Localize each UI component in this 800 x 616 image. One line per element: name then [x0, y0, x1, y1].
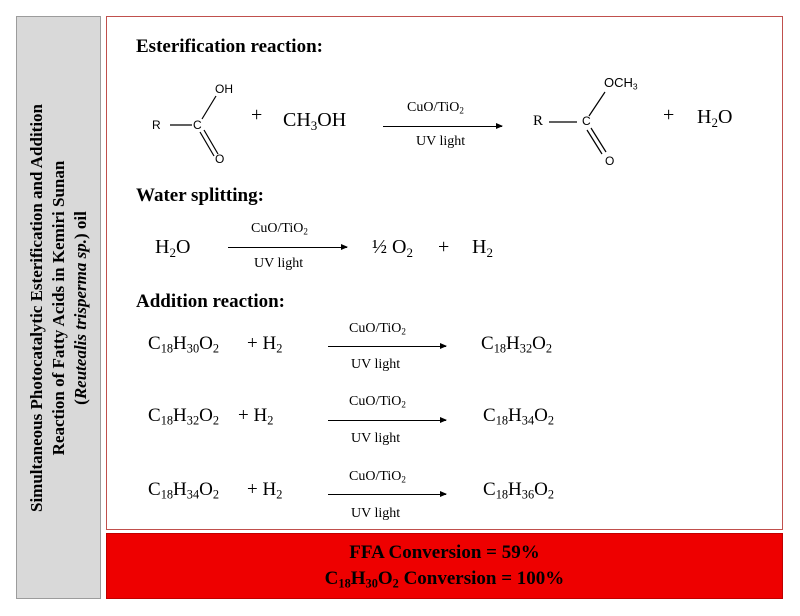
catalyst-label: CuO/TiO2: [349, 321, 406, 337]
section-water-splitting: Water splitting:: [136, 185, 264, 206]
methyl-ester-structure: [549, 91, 607, 155]
reaction-arrow: [328, 491, 447, 497]
hydrogen-addend: + H2: [238, 405, 274, 428]
water-formula: H2O: [155, 236, 191, 260]
product-formula: C18H32O2: [481, 333, 553, 356]
catalyst-label: CuO/TiO2: [349, 469, 406, 485]
reactant-formula: C18H32O2: [148, 405, 220, 428]
uv-light-label: UV light: [351, 357, 401, 372]
uv-light-label: UV light: [254, 256, 304, 271]
results-banner: FFA Conversion = 59% C18H30O2 Conversion…: [106, 533, 783, 599]
reaction-arrow: [328, 343, 447, 349]
reaction-scheme-panel: [106, 16, 783, 530]
c18-conversion: C18H30O2 Conversion = 100%: [324, 568, 565, 591]
reaction-arrow: [328, 417, 447, 423]
section-esterification: Esterification reaction:: [136, 36, 323, 57]
hydrogen-addend: + H2: [247, 479, 283, 502]
reactant-formula: C18H30O2: [148, 333, 220, 356]
uv-light-label: UV light: [351, 431, 401, 446]
ester-r-label: R: [533, 113, 544, 129]
side-title-panel: Simultaneous Photocatalytic Esterificati…: [16, 16, 101, 599]
ester-och3-label: OCH3: [604, 75, 638, 92]
acid-r-label: R: [152, 118, 161, 132]
uv-light-label: UV light: [416, 134, 466, 149]
oxygen-formula: ½ O2: [372, 236, 413, 260]
plus-sign: +: [438, 236, 450, 258]
methanol-formula: CH3OH: [283, 109, 347, 133]
plus-sign: +: [251, 104, 263, 126]
hydrogen-addend: + H2: [247, 333, 283, 356]
acid-c-label: C: [193, 118, 202, 132]
side-title-line2: Reaction of Fatty Acids in Kemiri Sunan: [48, 160, 68, 455]
reaction-arrow: [228, 244, 348, 250]
side-title-line3: (Reutealis trisperma sp.) oil: [70, 210, 90, 405]
ester-o-label: O: [605, 154, 615, 168]
catalyst-label: CuO/TiO2: [251, 221, 308, 237]
carboxylic-acid-structure: [170, 95, 219, 157]
acid-o-label: O: [215, 152, 225, 166]
ester-c-label: C: [582, 114, 591, 128]
reaction-arrow: [383, 123, 503, 129]
product-formula: C18H34O2: [483, 405, 555, 428]
product-formula: C18H36O2: [483, 479, 555, 502]
catalyst-label: CuO/TiO2: [349, 394, 406, 410]
uv-light-label: UV light: [351, 506, 401, 521]
water-formula: H2O: [697, 106, 733, 130]
side-title: Simultaneous Photocatalytic Esterificati…: [26, 28, 92, 588]
ffa-conversion: FFA Conversion = 59%: [349, 542, 540, 563]
catalyst-label: CuO/TiO2: [407, 100, 464, 116]
plus-sign: +: [663, 104, 675, 126]
section-addition: Addition reaction:: [136, 291, 286, 312]
acid-oh-label: OH: [215, 82, 233, 96]
reactant-formula: C18H34O2: [148, 479, 220, 502]
hydrogen-formula: H2: [472, 236, 493, 260]
side-title-line1: Simultaneous Photocatalytic Esterificati…: [26, 103, 46, 512]
